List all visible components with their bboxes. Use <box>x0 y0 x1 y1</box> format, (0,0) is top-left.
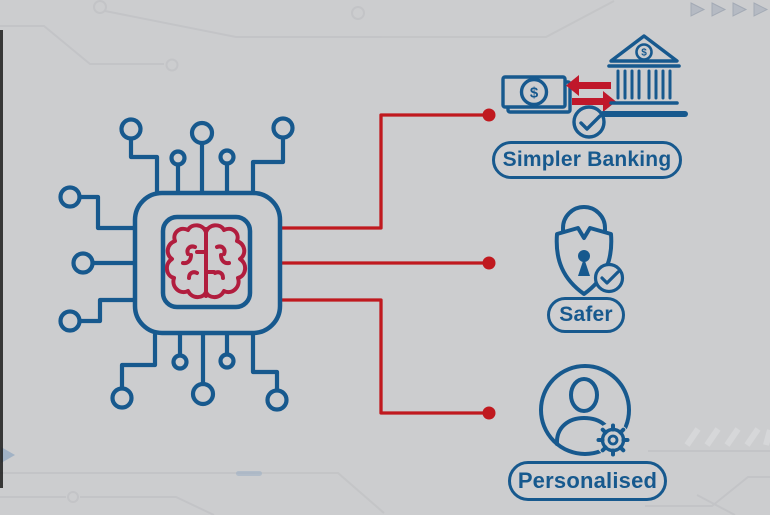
play-arrows-decoration <box>690 2 769 17</box>
chip-body <box>132 190 283 336</box>
keyhole-icon <box>578 250 590 276</box>
gear-badge-icon <box>595 422 631 458</box>
label-personalised: Personalised <box>508 461 667 501</box>
person-gear-icon <box>539 364 631 458</box>
connector-endpoint-dots <box>482 108 496 420</box>
check-badge-icon <box>572 105 606 139</box>
connector-simpler-banking <box>281 113 483 230</box>
bank-money-transfer-icon: $ $ <box>501 34 688 139</box>
money-bill-icon <box>501 75 572 114</box>
bank-building-icon <box>600 34 688 117</box>
background-dash-marks <box>684 427 770 447</box>
person-circle <box>539 364 631 456</box>
faint-blue-marks <box>1 447 262 476</box>
label-safer: Safer <box>547 297 625 333</box>
connector-personalised <box>281 298 483 415</box>
connector-lines <box>281 113 483 415</box>
shield-check-badge-icon <box>593 262 625 294</box>
bill-dollar-symbol: $ <box>530 85 539 102</box>
lock-shackle <box>561 205 607 244</box>
bank-dollar-symbol: $ <box>641 48 647 59</box>
shield-lock-check-icon <box>554 205 625 296</box>
label-simpler-banking: Simpler Banking <box>492 141 682 179</box>
left-edge-bar <box>0 30 3 488</box>
chip-pins <box>58 116 295 412</box>
brain-icon <box>165 223 248 300</box>
transfer-arrows-icon <box>566 75 616 112</box>
ai-brain-chip-icon <box>58 116 295 412</box>
